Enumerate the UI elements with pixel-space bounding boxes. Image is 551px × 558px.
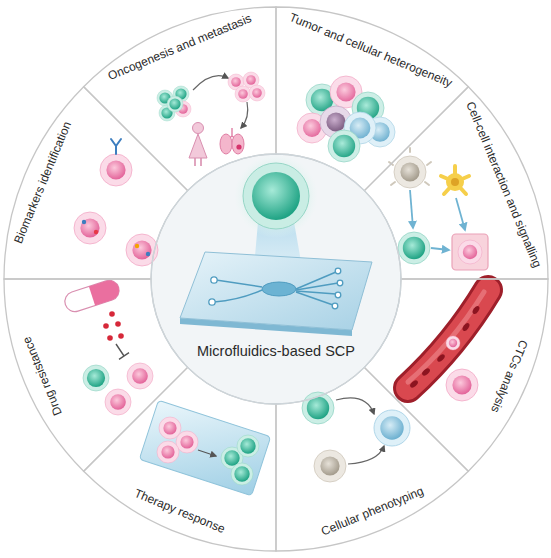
sector-outline xyxy=(364,279,548,471)
ctc-illustration xyxy=(408,290,488,401)
sector-outline xyxy=(3,278,190,474)
sector-label: Therapy response xyxy=(132,487,227,537)
interaction-illustration xyxy=(389,148,488,270)
biomarker-illustration xyxy=(74,139,158,266)
sector-outline xyxy=(82,366,278,553)
sector-segment: CTCs analysis xyxy=(363,278,550,474)
sector-segment: Therapy response xyxy=(82,366,278,553)
sector-outline xyxy=(276,7,468,191)
sector-outline xyxy=(364,87,548,279)
therapy-illustration xyxy=(139,400,270,495)
sector-segment: Cell-cell interaction and signalling xyxy=(363,85,550,281)
sector-outline xyxy=(82,6,278,193)
sector-segment: Drug resistance xyxy=(3,278,190,474)
center-label: Microfluidics-based SCP xyxy=(197,343,355,360)
sector-outline xyxy=(276,367,468,551)
sector-label: Oncogenesis and metastasis xyxy=(107,12,255,84)
sector-outline xyxy=(4,279,188,471)
oncogenesis-illustration xyxy=(157,72,265,166)
sector-outline xyxy=(84,7,276,191)
sector-outline xyxy=(363,278,550,474)
heterogeneity-illustration xyxy=(297,76,395,162)
circle-outline xyxy=(151,154,401,404)
sector-label: Cellular phenotyping xyxy=(319,484,425,539)
sector-outline xyxy=(275,366,471,553)
sector-label: Drug resistance xyxy=(21,334,66,417)
sector-segment: Biomarkers identification xyxy=(3,85,190,281)
drug-illustration xyxy=(62,278,153,415)
sector-outline xyxy=(363,85,550,281)
center-circle: Microfluidics-based SCP xyxy=(151,154,401,404)
sector-outline xyxy=(84,367,276,551)
sector-outline xyxy=(275,6,471,193)
center-illustration xyxy=(151,154,401,404)
circle-outline xyxy=(151,154,401,404)
sector-segment: Cellular phenotyping xyxy=(275,366,471,553)
sector-label: CTCs analysis xyxy=(488,337,530,414)
sector-outline xyxy=(4,87,188,279)
phenotyping-illustration xyxy=(302,392,410,482)
sector-outline xyxy=(3,85,190,281)
sector-segment: Oncogenesis and metastasis xyxy=(82,6,278,193)
sector-segment: Tumor and cellular heterogeneity xyxy=(275,6,471,193)
